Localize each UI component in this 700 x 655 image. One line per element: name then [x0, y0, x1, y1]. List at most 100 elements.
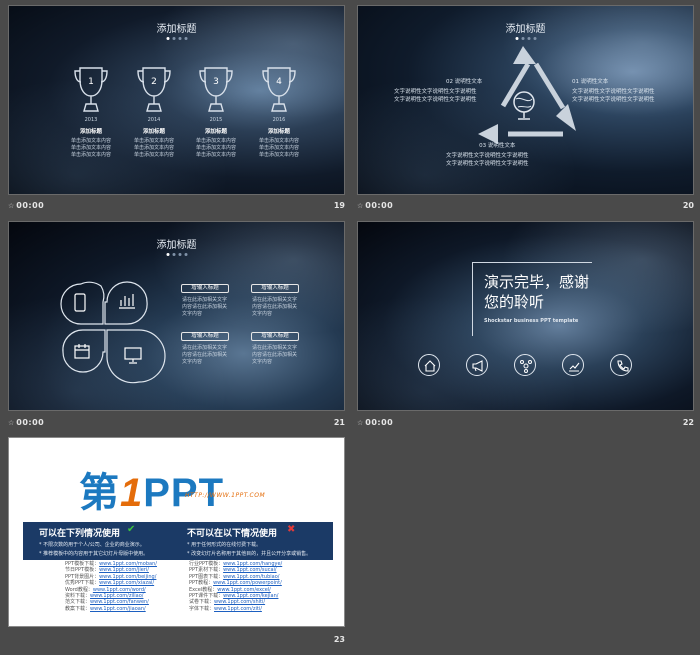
slide-footer-19: ☆00:00 19	[8, 201, 345, 210]
link[interactable]: www.1ppt.com/shiti/	[214, 599, 266, 606]
trophy-text: 单击添加文本内容	[195, 138, 236, 144]
link[interactable]: www.1ppt.com/sucai/	[223, 567, 277, 574]
links-left: PPT模板下载：www.1ppt.com/moban/ 节日PPT模板：www.…	[65, 561, 157, 612]
link[interactable]: www.1ppt.com/moban/	[99, 561, 157, 567]
triangle-arrow-left	[500, 62, 531, 108]
links-right: 行业PPT模板：www.1ppt.com/hangye/ PPT素材下载：www…	[189, 561, 283, 612]
share-icon	[514, 354, 536, 376]
link[interactable]: www.1ppt.com/jiaoan/	[90, 605, 146, 612]
1ppt-logo: 第1PPT	[79, 471, 225, 515]
trophy-year: 2014	[147, 117, 161, 123]
svg-text:3: 3	[213, 77, 219, 87]
svg-text:2: 2	[151, 77, 157, 87]
can-use-heading: 可以在下列情况使用	[39, 529, 121, 539]
block-head: 03 说明性文本	[479, 143, 516, 149]
slide-number: 23	[333, 635, 345, 644]
link[interactable]: www.1ppt.com/ziti/	[214, 605, 262, 612]
trophy-text: 单击添加文本内容	[133, 138, 174, 144]
slide-footer-21: ☆00:00 21	[8, 418, 345, 427]
phone-call-icon	[610, 354, 632, 376]
block-tag: 增输入标题	[181, 284, 229, 293]
can-use-text: * 推荐模板中的内容用于其它幻灯片母版中使用。	[39, 551, 149, 557]
slide-time: 00:00	[16, 418, 45, 427]
trophy-year: 2015	[209, 117, 223, 123]
link[interactable]: www.1ppt.com/xiazai/	[99, 580, 155, 587]
trophy-text: 单击添加文本内容	[133, 152, 174, 158]
slide-thumbnail-22[interactable]: 演示完毕，感谢您的聆听 Shockstar business PPT templ…	[357, 221, 694, 411]
trophy-card: 2 2014 添加标题 单击添加文本内容单击添加文本内容单击添加文本内容	[130, 66, 178, 159]
slide-time: 00:00	[16, 201, 45, 210]
block-text: 文字说明性文字说明性文字说明性	[572, 97, 655, 103]
monitor-icon	[124, 347, 142, 360]
trophy-text: 单击添加文本内容	[258, 145, 299, 151]
slide-number: 20	[682, 201, 694, 210]
block-text: 请在此添加相关文字内容请在此添加相关文字内容	[182, 345, 228, 365]
block-text: 请在此添加相关文字内容请在此添加相关文字内容	[252, 297, 298, 317]
four-leaf-diagram	[60, 281, 166, 384]
cannot-use-heading: 不可以在以下情况使用	[187, 529, 278, 539]
megaphone-icon	[466, 354, 488, 376]
link[interactable]: www.1ppt.com/fanwen/	[90, 599, 149, 606]
link[interactable]: www.1ppt.com/powerpoint/	[213, 580, 282, 587]
slide-thumbnail-19[interactable]: 添加标题 1 2013 添加标题 单击添加文本内容单击添加文本内容单击添加文本内…	[8, 5, 345, 195]
globe-icon	[513, 91, 535, 113]
link[interactable]: www.1ppt.com/excel/	[217, 586, 271, 593]
slide-footer-22: ☆00:00 22	[357, 418, 694, 427]
page-dots	[515, 37, 536, 40]
slide-thumbnail-23[interactable]: 第1PPT HTTP://WWW.1PPT.COM 可以在下列情况使用 ✔ 不可…	[8, 437, 345, 627]
trophy-text: 单击添加文本内容	[258, 152, 299, 158]
trophy-card: 3 2015 添加标题 单击添加文本内容单击添加文本内容单击添加文本内容	[192, 66, 240, 159]
trophy-title: 添加标题	[79, 129, 102, 135]
cannot-use-text: * 改变幻灯片名称用于其他目的，并且公开分享或销售。	[187, 551, 312, 557]
logo-url: HTTP://WWW.1PPT.COM	[185, 492, 266, 499]
play-icon[interactable]: ☆	[357, 419, 364, 427]
check-icon: ✔	[127, 524, 136, 535]
trophy-text: 单击添加文本内容	[195, 152, 236, 158]
link[interactable]: www.1ppt.com/ziliao/	[90, 593, 144, 600]
can-use-text: * 不限次数的用于个人/公司、企业的商业演示。	[39, 542, 145, 548]
play-icon[interactable]: ☆	[8, 202, 15, 210]
link[interactable]: www.1ppt.com/jieri/	[99, 567, 149, 574]
page-dots	[166, 37, 187, 40]
svg-text:4: 4	[276, 77, 282, 87]
link[interactable]: www.1ppt.com/kejian/	[223, 593, 279, 600]
link[interactable]: www.1ppt.com/word/	[92, 586, 146, 593]
trophy-title: 添加标题	[267, 129, 290, 135]
slide-footer-20: ☆00:00 20	[357, 201, 694, 210]
slide-number: 22	[682, 418, 694, 427]
text-block-right: 01 说明性文本 文字说明性文字说明性文字说明性文字说明性文字说明性文字说明性	[572, 78, 655, 104]
trophy-text: 单击添加文本内容	[258, 138, 299, 144]
cannot-use-text: * 用于任何形式的在线付费下载。	[187, 542, 262, 548]
link[interactable]: www.1ppt.com/hangye/	[223, 561, 283, 567]
slide-number: 21	[333, 418, 345, 427]
slide-thumbnail-20[interactable]: 添加标题 02 说明性文本 文字说明性文字说明性文字说明性文字说明性文字说明性文…	[357, 5, 694, 195]
home-icon	[418, 354, 440, 376]
cross-icon: ✖	[287, 524, 296, 535]
trophy-text: 单击添加文本内容	[195, 145, 236, 151]
slide-thumbnail-21[interactable]: 添加标题 增输入标题 请在此添加相关文字内容请在此添加相关文字内容 增输入标题 …	[8, 221, 345, 411]
trophy-card: 1 2013 添加标题 单击添加文本内容单击添加文本内容单击添加文本内容	[67, 66, 115, 159]
trophy-card: 4 2016 添加标题 单击添加文本内容单击添加文本内容单击添加文本内容	[255, 66, 303, 159]
block-head: 01 说明性文本	[572, 79, 609, 85]
link[interactable]: www.1ppt.com/tubiao/	[223, 573, 280, 580]
thanks-frame	[472, 262, 592, 336]
block-text: 文字说明性文字说明性文字说明性	[394, 89, 477, 95]
growth-chart-icon	[562, 354, 584, 376]
trophy-icon: 4	[262, 67, 296, 112]
calendar-icon	[74, 345, 90, 359]
block-tag: 增输入标题	[181, 332, 229, 341]
block-text: 请在此添加相关文字内容请在此添加相关文字内容	[182, 297, 228, 317]
slide-time: 00:00	[365, 201, 394, 210]
trophy-year: 2013	[84, 117, 98, 123]
trophy-text: 单击添加文本内容	[70, 138, 111, 144]
text-block-bottom: 03 说明性文本 文字说明性文字说明性文字说明性文字说明性文字说明性文字说明性	[446, 142, 529, 168]
link[interactable]: www.1ppt.com/beijing/	[99, 573, 157, 580]
play-icon[interactable]: ☆	[357, 202, 364, 210]
usage-banner: 可以在下列情况使用 ✔ 不可以在以下情况使用 ✖ * 不限次数的用于个人/公司、…	[23, 522, 333, 560]
slide-title: 添加标题	[156, 24, 197, 35]
block-text: 请在此添加相关文字内容请在此添加相关文字内容	[252, 345, 298, 365]
block-text: 文字说明性文字说明性文字说明性	[572, 89, 655, 95]
slide-title: 添加标题	[156, 240, 197, 251]
play-icon[interactable]: ☆	[8, 419, 15, 427]
block-tag: 增输入标题	[251, 332, 299, 341]
